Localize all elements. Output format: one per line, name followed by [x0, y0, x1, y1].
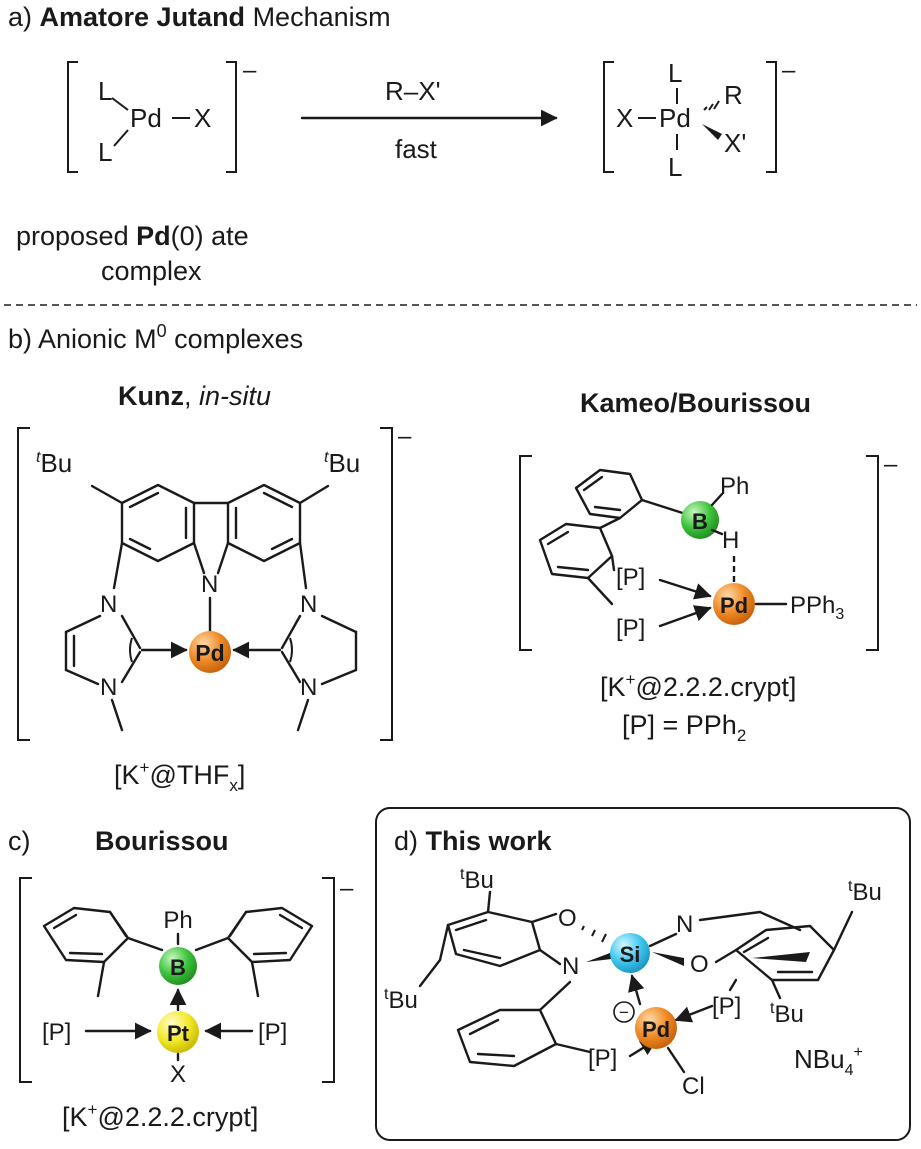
- bourissou-charge: –: [340, 875, 354, 902]
- section-b: b) Anionic M0 complexes Kunz, in-situ – …: [8, 321, 898, 795]
- this-work-O-1: O: [558, 905, 577, 932]
- bourissou-X: X: [170, 1061, 186, 1088]
- product-bracket-right: [766, 61, 777, 173]
- this-work-tBu-2: tBu: [384, 986, 418, 1014]
- this-work-minus-charge: [613, 1001, 635, 1023]
- bourissou-B-label: B: [170, 955, 186, 980]
- kunz-Pd-atom: [189, 631, 231, 673]
- bourissou-Pt-atom: [157, 1011, 199, 1053]
- this-work-Pd-atom: [635, 1007, 677, 1049]
- reactant-Pd: Pd: [130, 103, 162, 133]
- section-c: c) Bourissou – Ph B [P] [P] Pt X [: [8, 826, 354, 1132]
- kameo-bracket-left: [519, 455, 532, 651]
- kameo-P-definition: [P] = PPh2: [622, 710, 746, 745]
- kunz-bracket-left: [17, 427, 30, 741]
- arrow-condition: fast: [395, 134, 438, 164]
- kameo-H: H: [722, 527, 739, 554]
- kameo-PPh3: PPh3: [790, 592, 844, 623]
- section-c-title: Bourissou: [95, 826, 229, 856]
- section-a: a) Amatore Jutand Mechanism – L Pd X L R…: [8, 2, 796, 286]
- kameo-bourissou-complex: Kameo/Bourissou – B Ph H [P]: [519, 388, 898, 745]
- section-d: d) This work tBu tBu O N [P] Si N O: [375, 807, 911, 1141]
- caption-line-1: proposed Pd(0) ate: [16, 221, 249, 251]
- reactant-bracket-left: [67, 61, 78, 173]
- product-L-bottom: L: [668, 152, 682, 182]
- product-X-prime: X': [724, 128, 746, 158]
- kameo-title: Kameo/Bourissou: [580, 388, 811, 418]
- kunz-Pd-label: Pd: [195, 640, 224, 666]
- product-bracket-left: [603, 61, 614, 173]
- bourissou-bracket-left: [19, 877, 32, 1083]
- kunz-N-right-top: N: [300, 591, 317, 618]
- this-work-cation: NBu4+: [794, 1044, 863, 1079]
- kunz-tBu-left: tBu: [36, 448, 72, 478]
- this-work-Cl: Cl: [682, 1073, 705, 1100]
- kunz-bracket-right: [380, 427, 393, 741]
- this-work-P-2: [P]: [712, 993, 741, 1020]
- kunz-charge: –: [398, 423, 412, 450]
- this-work-Pd-label: Pd: [642, 1017, 670, 1042]
- this-work-box: [375, 807, 911, 1141]
- kameo-Ph: Ph: [720, 473, 749, 500]
- this-work-N-2: N: [676, 911, 693, 938]
- bourissou-Ph: Ph: [163, 907, 192, 934]
- kameo-Pd-atom: [713, 583, 755, 625]
- caption-line-2: complex: [101, 256, 202, 286]
- kameo-P-upper: [P]: [616, 564, 645, 591]
- arrow-reagent: R–X': [385, 76, 441, 106]
- this-work-tBu-3: tBu: [848, 878, 882, 906]
- bourissou-bracket-right: [322, 877, 335, 1083]
- kameo-charge: –: [884, 451, 898, 478]
- svg-text:−: −: [619, 1003, 629, 1022]
- bourissou-Pt-label: Pt: [167, 1021, 190, 1046]
- this-work-Si-label: Si: [620, 942, 641, 967]
- kunz-counterion: [K+@THFx]: [114, 758, 245, 795]
- this-work-O-2: O: [690, 951, 709, 978]
- this-work-N-1: N: [562, 953, 579, 980]
- bourissou-B-atom: [159, 947, 197, 985]
- section-d-title: d) This work: [394, 826, 553, 856]
- this-work-tBu-4: tBu: [770, 1000, 804, 1028]
- this-work-P-1: [P]: [588, 1045, 617, 1072]
- product-Pd: Pd: [659, 103, 691, 133]
- reactant-charge: –: [243, 57, 257, 84]
- reactant-L-top: L: [98, 76, 112, 106]
- kunz-N-right-bottom: N: [300, 674, 317, 701]
- kunz-N-center: N: [201, 571, 218, 598]
- this-work-Si-atom: [610, 933, 650, 973]
- kunz-complex: Kunz, in-situ – N tBu tBu: [17, 381, 412, 795]
- this-work-tBu-1: tBu: [460, 866, 494, 894]
- section-a-title: a) Amatore Jutand Mechanism: [8, 2, 391, 32]
- bourissou-P-right: [P]: [258, 1019, 287, 1046]
- kameo-Pd-label: Pd: [720, 593, 748, 618]
- kameo-bracket-right: [866, 455, 879, 651]
- section-c-label: c): [8, 826, 31, 856]
- kameo-B-atom: [681, 501, 719, 539]
- kunz-tBu-right: tBu: [324, 448, 360, 478]
- kameo-P-lower: [P]: [616, 615, 645, 642]
- kunz-N-left-top: N: [100, 591, 117, 618]
- product-X: X: [616, 103, 633, 133]
- kunz-N-left-bottom: N: [100, 674, 117, 701]
- bourissou-counterion: [K+@2.2.2.crypt]: [62, 1100, 258, 1132]
- reactant-X: X: [194, 103, 211, 133]
- kameo-counterion: [K+@2.2.2.crypt]: [600, 670, 796, 702]
- reactant-bracket-right: [226, 61, 237, 173]
- kameo-B-label: B: [692, 509, 708, 534]
- product-R: R: [724, 80, 743, 110]
- reactant-L-bottom: L: [98, 137, 112, 167]
- bourissou-P-left: [P]: [42, 1019, 71, 1046]
- kunz-title: Kunz, in-situ: [118, 381, 271, 411]
- section-b-title: b) Anionic M0 complexes: [8, 321, 303, 354]
- product-charge: –: [782, 57, 796, 84]
- product-L-top: L: [668, 58, 682, 88]
